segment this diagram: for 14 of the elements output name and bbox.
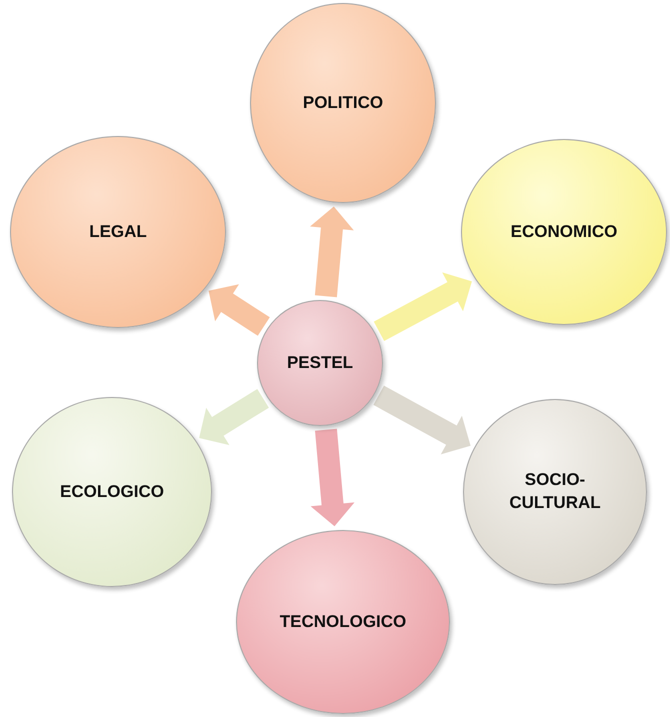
topic-label: POLITICO [302, 92, 384, 114]
block-arrow [373, 386, 471, 454]
block-arrow [208, 284, 270, 336]
topic-circle [257, 300, 383, 426]
topic-label: SOCIO- CULTURAL [509, 469, 601, 514]
topic-label: ECONOMICO [510, 220, 618, 243]
block-arrow [310, 206, 354, 298]
block-arrow [199, 389, 269, 446]
topic-label: ECOLOGICO [60, 480, 164, 503]
block-arrow [374, 272, 472, 341]
topic-label: LEGAL [89, 220, 147, 243]
topic-label: TECNOLOGICO [280, 610, 406, 633]
topic-label: PESTEL [286, 352, 354, 374]
block-arrow [310, 428, 354, 526]
